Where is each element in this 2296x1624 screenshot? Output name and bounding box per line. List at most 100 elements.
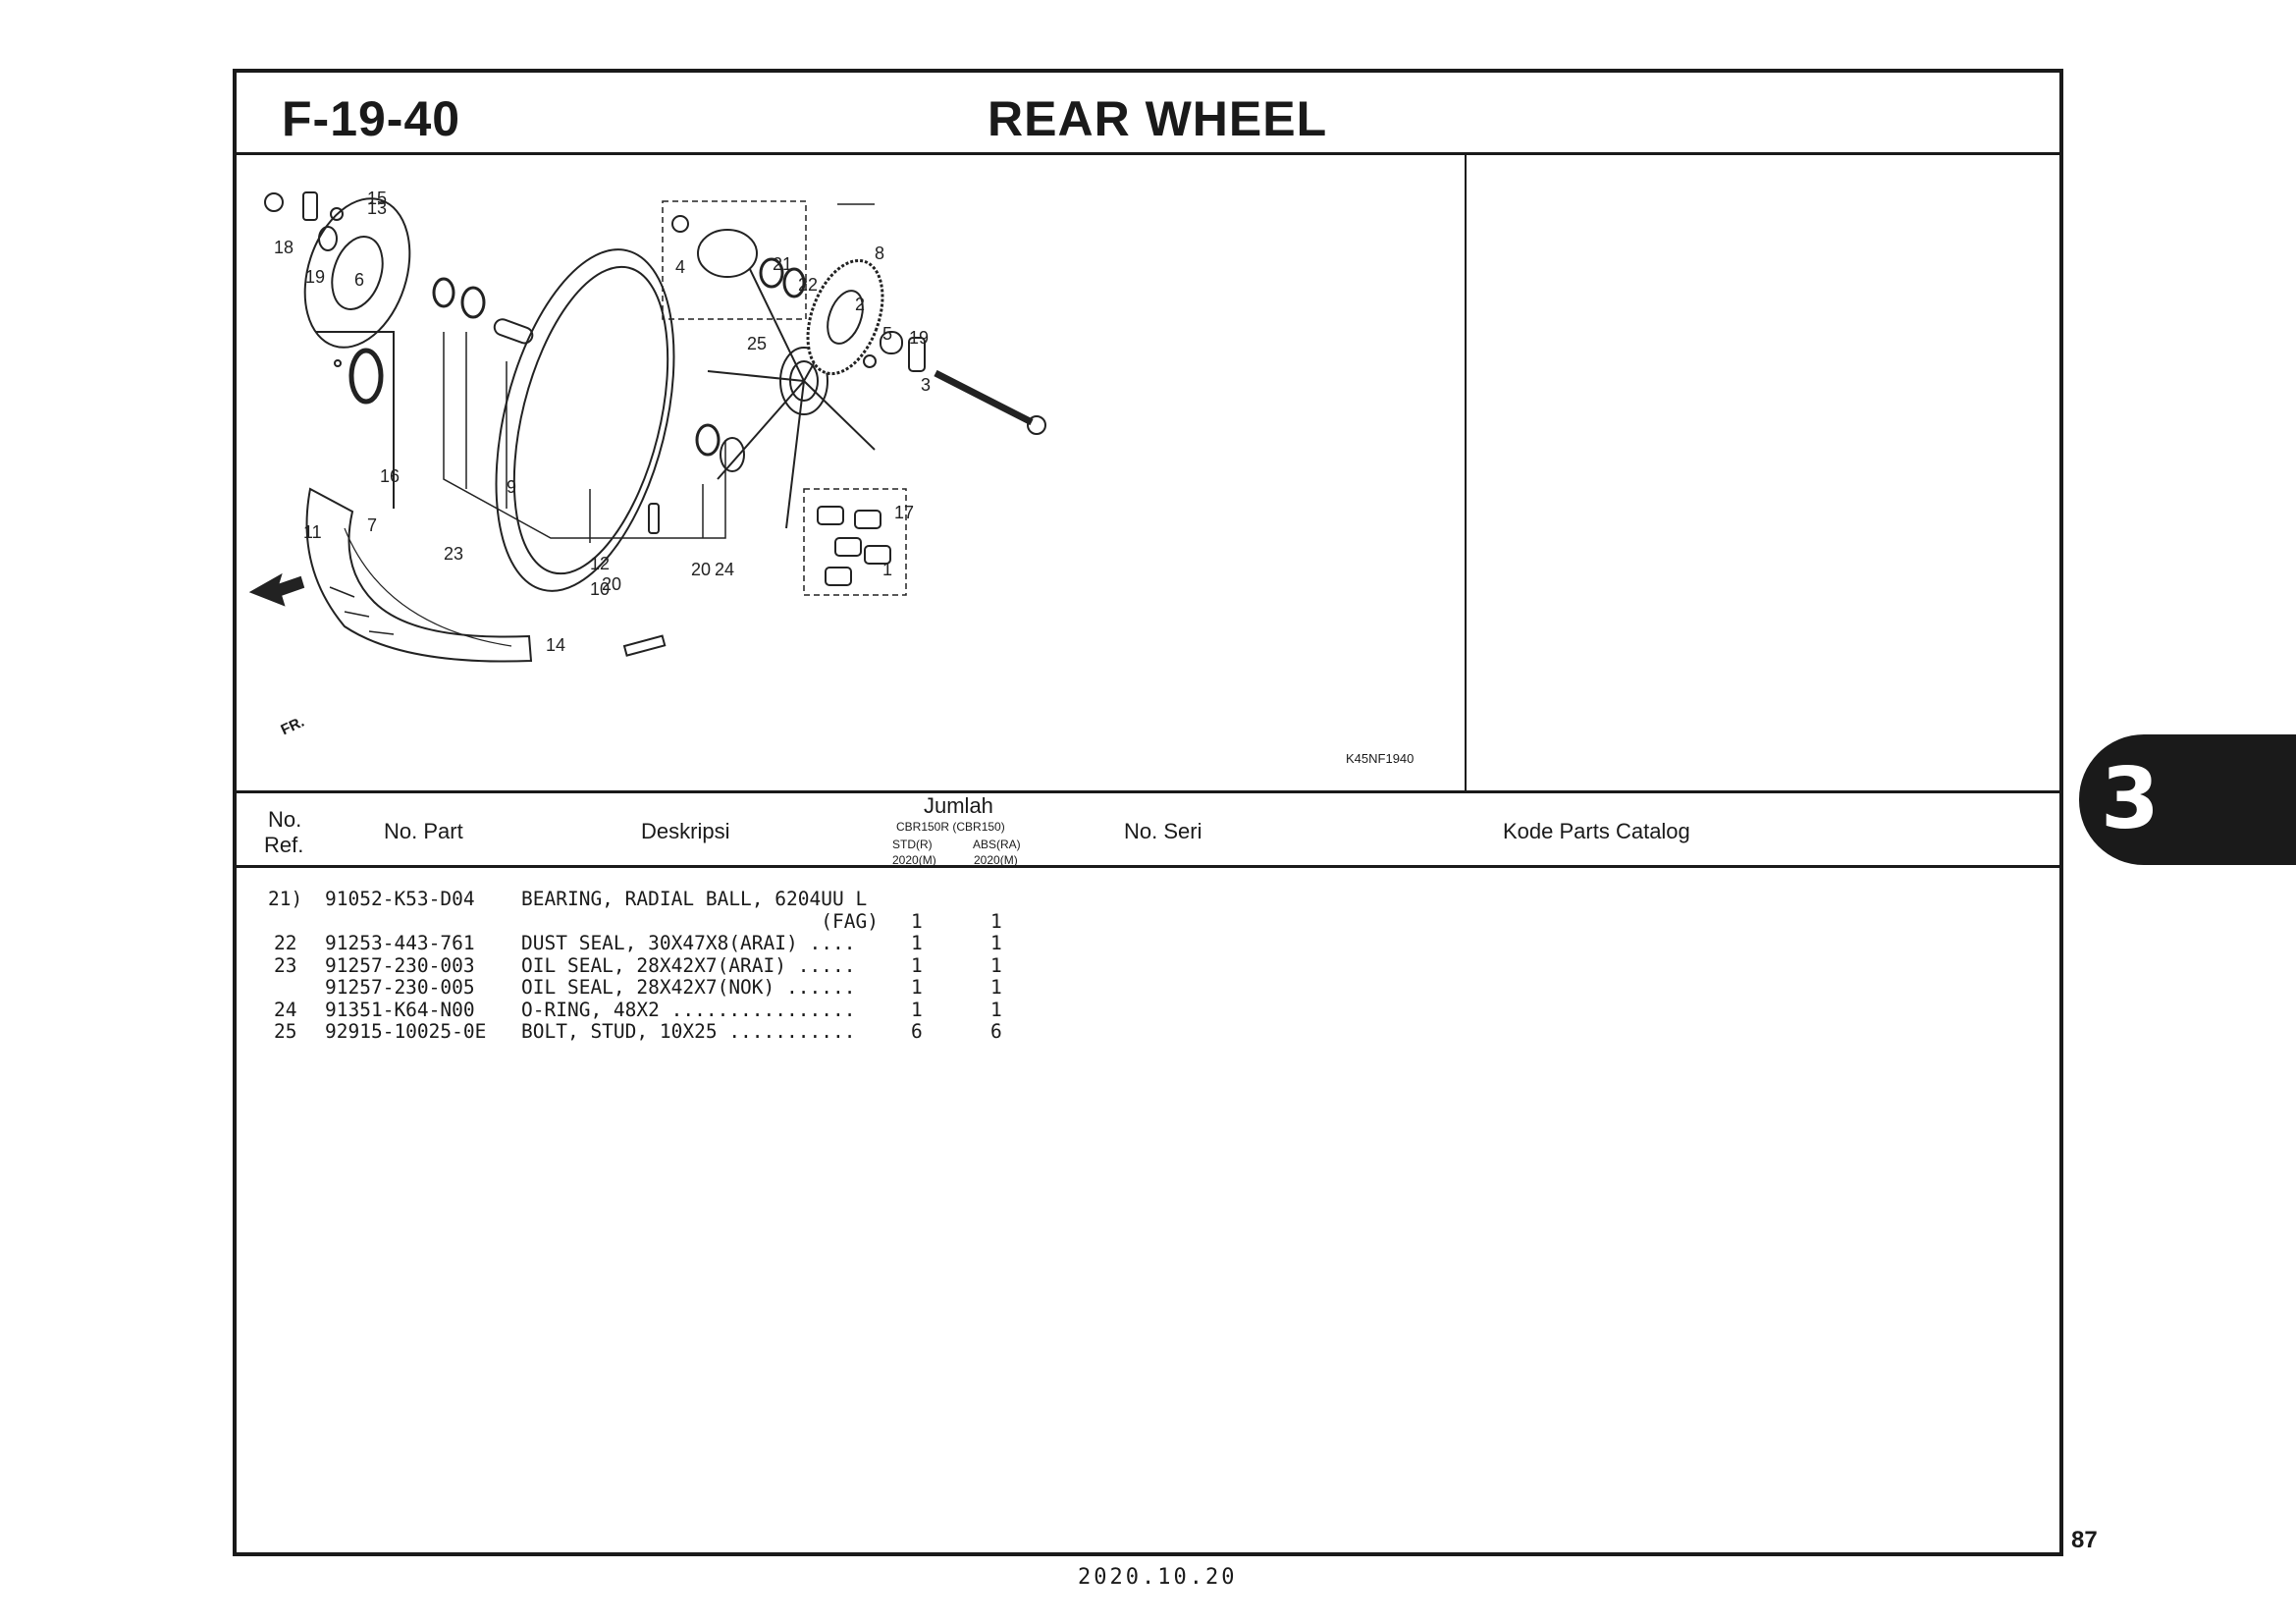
leader-lines xyxy=(443,203,875,543)
callout-8: 8 xyxy=(875,244,884,263)
col-abs: ABS(RA) xyxy=(973,838,1021,851)
rear-wheel-drawing: 1234567891011121314151617181919202021222… xyxy=(248,189,1046,663)
callout-17: 17 xyxy=(894,503,914,522)
row-desc: BEARING, RADIAL BALL, 6204UU L xyxy=(521,888,868,910)
callout-3: 3 xyxy=(921,375,931,395)
axle xyxy=(934,369,1046,435)
col-abs-year: 2020(M) xyxy=(974,853,1018,867)
table-row: 23 91257-230-003 OIL SEAL, 28X42X7(ARAI)… xyxy=(237,954,2059,977)
print-date: 2020.10.20 xyxy=(1078,1565,1238,1590)
table-row: (FAG) 1 1 xyxy=(237,910,2059,933)
callout-5: 5 xyxy=(882,324,892,344)
pulser-ring xyxy=(315,331,395,509)
direction-arrow xyxy=(248,572,305,607)
row-part: 91052-K53-D04 xyxy=(325,888,475,910)
callout-1: 1 xyxy=(882,560,892,579)
col-desc: Deskripsi xyxy=(641,819,730,843)
callout-11: 11 xyxy=(303,522,322,542)
row-std: 1 xyxy=(911,976,923,999)
row-std: 1 xyxy=(911,932,923,954)
col-qty: Jumlah xyxy=(924,793,993,818)
row-desc: (FAG) xyxy=(521,909,879,933)
page-title: REAR WHEEL xyxy=(988,91,1328,146)
catalog-frame: F-19-40 REAR WHEEL xyxy=(233,69,2063,1556)
callout-19: 19 xyxy=(305,267,325,287)
caliper-bracket xyxy=(264,191,344,251)
callout-10: 10 xyxy=(590,579,610,599)
callout-2: 2 xyxy=(855,295,865,314)
callout-12: 12 xyxy=(590,554,610,573)
row-std: 1 xyxy=(911,909,923,933)
callout-18: 18 xyxy=(274,238,294,257)
callout-20: 20 xyxy=(602,574,621,594)
row-abs: 1 xyxy=(990,953,1002,977)
wheel-rim xyxy=(495,248,876,592)
sprocket-flange xyxy=(662,200,807,320)
row-desc: O-RING, 48X2 ................ xyxy=(521,998,856,1021)
row-part: 91257-230-005 xyxy=(325,976,475,999)
row-abs: 1 xyxy=(990,998,1002,1021)
row-desc: BOLT, STUD, 10X25 ........... xyxy=(521,1020,856,1043)
hub-spacers xyxy=(432,277,534,345)
row-abs: 6 xyxy=(990,1020,1002,1043)
bearing-oring xyxy=(695,423,745,472)
row-part: 91257-230-003 xyxy=(325,953,475,977)
callout-15: 15 xyxy=(367,189,387,208)
col-model: CBR150R (CBR150) xyxy=(896,820,1005,834)
col-std-year: 2020(M) xyxy=(892,853,936,867)
row-ref: 23 xyxy=(274,953,297,977)
col-serial: No. Seri xyxy=(1124,819,1202,843)
header: F-19-40 REAR WHEEL xyxy=(237,73,2059,155)
row-abs: 1 xyxy=(990,909,1002,933)
valve-stem xyxy=(648,503,660,534)
weight-strip xyxy=(622,634,667,657)
table-row: 21) 91052-K53-D04 BEARING, RADIAL BALL, … xyxy=(237,888,2059,910)
section-tab: 3 xyxy=(2079,734,2296,865)
row-ref: 22 xyxy=(274,932,297,954)
table-row: 24 91351-K64-N00 O-RING, 48X2 ..........… xyxy=(237,999,2059,1021)
callout-22: 22 xyxy=(798,275,818,295)
callout-9: 9 xyxy=(507,477,516,497)
row-abs: 1 xyxy=(990,932,1002,954)
row-std: 1 xyxy=(911,998,923,1021)
figure-ref-code: F-19-40 xyxy=(282,91,461,146)
tire xyxy=(305,487,533,663)
callout-20: 20 xyxy=(691,560,711,579)
page-number: 87 xyxy=(2071,1527,2098,1553)
sprocket xyxy=(806,258,926,376)
col-part: No. Part xyxy=(384,819,463,843)
row-ref: 21) xyxy=(268,888,303,910)
callout-19: 19 xyxy=(909,328,929,348)
column-header: No. Ref. No. Part Deskripsi Jumlah CBR15… xyxy=(237,790,2059,868)
table-row: 25 92915-10025-0E BOLT, STUD, 10X25 ....… xyxy=(237,1020,2059,1043)
callout-24: 24 xyxy=(715,560,734,579)
row-part: 91253-443-761 xyxy=(325,932,475,954)
row-std: 6 xyxy=(911,1020,923,1043)
callout-4: 4 xyxy=(675,257,685,277)
dampers xyxy=(803,488,907,596)
callout-16: 16 xyxy=(380,466,400,486)
table-row: 22 91253-443-761 DUST SEAL, 30X47X8(ARAI… xyxy=(237,932,2059,954)
table-row: 91257-230-005 OIL SEAL, 28X42X7(NOK) ...… xyxy=(237,976,2059,999)
callout-21: 21 xyxy=(773,254,792,274)
row-desc: OIL SEAL, 28X42X7(NOK) ...... xyxy=(521,976,856,999)
callout-7: 7 xyxy=(367,515,377,535)
section-number: 3 xyxy=(2101,750,2160,848)
callout-13: 13 xyxy=(367,198,387,218)
row-ref: 25 xyxy=(274,1020,297,1043)
row-abs: 1 xyxy=(990,976,1002,999)
col-ref-2: Ref. xyxy=(264,833,304,857)
diagram-code: K45NF1940 xyxy=(1346,751,1415,766)
callout-6: 6 xyxy=(354,270,364,290)
row-desc: DUST SEAL, 30X47X8(ARAI) .... xyxy=(521,932,856,954)
brake-disc xyxy=(303,197,411,349)
row-std: 1 xyxy=(911,953,923,977)
col-std: STD(R) xyxy=(892,838,933,851)
callout-14: 14 xyxy=(546,635,565,655)
col-catalog: Kode Parts Catalog xyxy=(1503,819,1690,843)
callout-23: 23 xyxy=(444,544,463,564)
row-part: 91351-K64-N00 xyxy=(325,998,475,1021)
callout-25: 25 xyxy=(747,334,767,353)
col-ref-1: No. xyxy=(268,807,302,832)
